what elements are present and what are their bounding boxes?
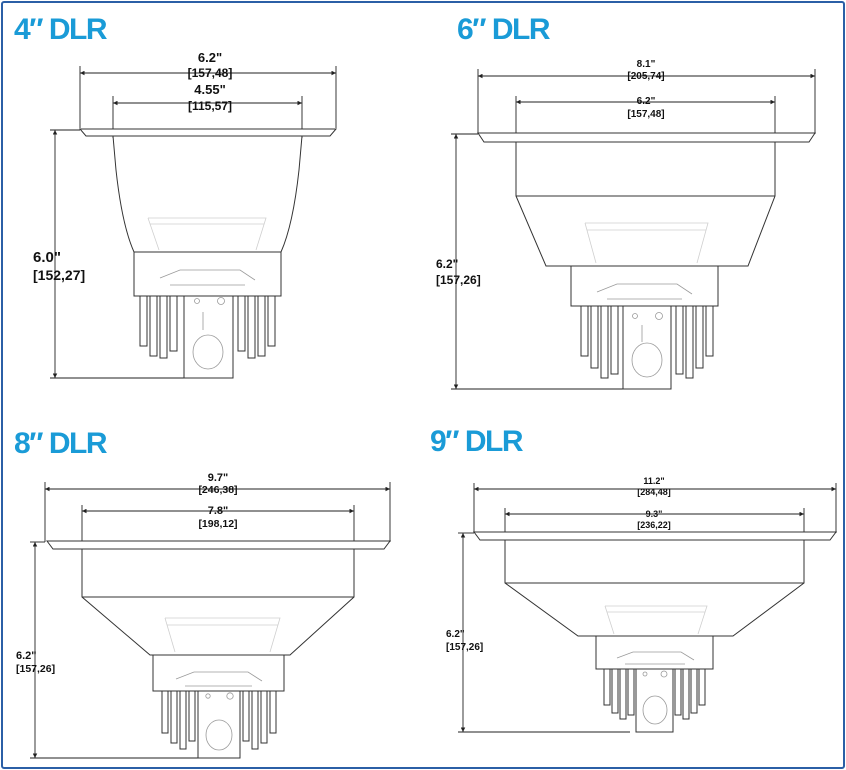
panel-title-6in: 6″ DLR [457, 13, 551, 46]
dim-inner-width-in-9in: 9.3" [646, 509, 663, 519]
fixture-6in: 8.1" [205,74] 6.2" [157,48] 6.2" [157,26… [436, 59, 816, 390]
fixture-9in: 11.2" [284,48] 9.3" [236,22] 6.2" [157,2… [446, 476, 837, 733]
dim-height-mm-4in: [152,27] [33, 267, 85, 283]
dim-height-mm-8in: [157,26] [16, 663, 55, 675]
dim-height-in-6in: 6.2" [436, 257, 458, 271]
dim-inner-width-in-6in: 6.2" [637, 96, 656, 107]
fixture-4in: 6.2" [157,48] 4.55" [115,57] 6.0" [152,2… [33, 50, 338, 379]
panel-title-8in: 8″ DLR [14, 427, 108, 460]
dim-outer-width-in-8in: 9.7" [208, 472, 229, 484]
dim-height-in-8in: 6.2" [16, 650, 37, 662]
dim-inner-width-mm-8in: [198,12] [198, 518, 237, 530]
dim-outer-width-mm-8in: [246,38] [198, 484, 237, 496]
dim-outer-width-mm-4in: [157,48] [188, 66, 233, 80]
dim-inner-width-mm-9in: [236,22] [637, 520, 671, 530]
dim-height-mm-6in: [157,26] [436, 273, 481, 287]
dim-outer-width-in-6in: 8.1" [637, 59, 656, 70]
dim-outer-width-mm-9in: [284,48] [637, 487, 671, 497]
dim-outer-width-in-9in: 11.2" [643, 476, 664, 486]
dim-inner-width-in-4in: 4.55" [194, 82, 225, 97]
dim-inner-width-in-8in: 7.8" [208, 505, 229, 517]
dim-inner-width-mm-4in: [115,57] [188, 99, 232, 113]
dim-height-mm-9in: [157,26] [446, 642, 483, 653]
dim-outer-width-in-4in: 6.2" [198, 50, 222, 65]
panel-title-9in: 9″ DLR [430, 425, 524, 458]
panel-title-4in: 4″ DLR [14, 13, 108, 46]
dim-outer-width-mm-6in: [205,74] [627, 71, 664, 82]
fixture-8in: 9.7" [246,38] 7.8" [198,12] 6.2" [157,26… [16, 472, 391, 759]
dim-inner-width-mm-6in: [157,48] [627, 109, 664, 120]
dim-height-in-4in: 6.0" [33, 249, 61, 266]
dim-height-in-9in: 6.2" [446, 629, 465, 640]
